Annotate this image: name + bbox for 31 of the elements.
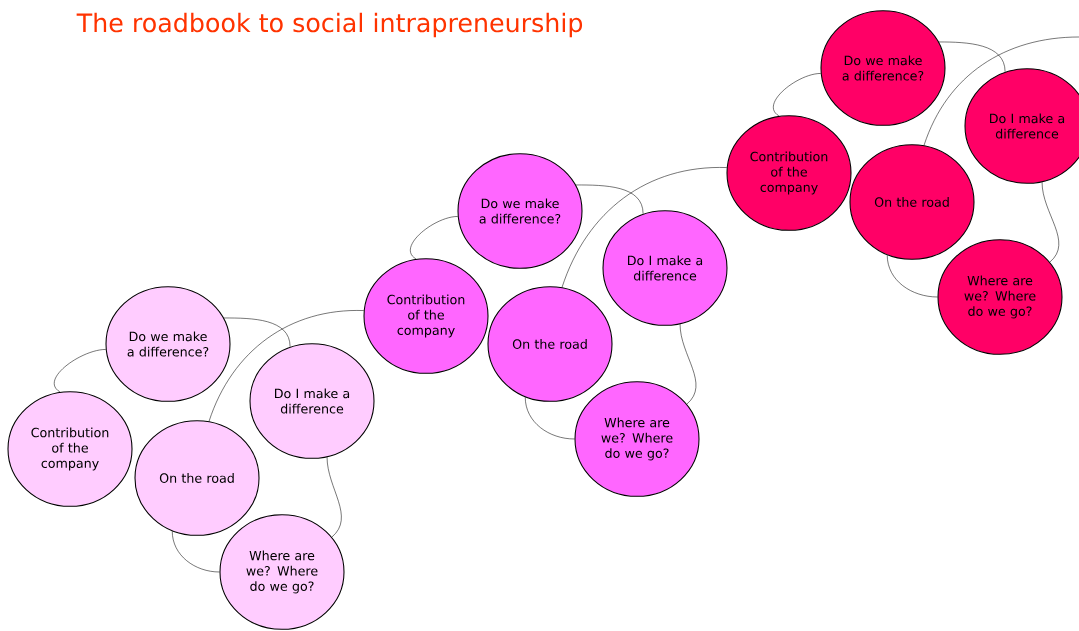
connector-line <box>223 317 291 348</box>
connector-line <box>923 36 1079 146</box>
connector-line <box>773 73 821 117</box>
connector-line <box>54 349 107 393</box>
circle-node: Do we make a difference? <box>820 10 946 126</box>
circle-node: On the road <box>849 144 975 260</box>
circle-node: On the road <box>134 420 260 536</box>
circle-node: Where are we? Where do we go? <box>937 239 1063 355</box>
circle-node: On the road <box>487 286 613 402</box>
connector-line <box>1041 181 1060 263</box>
circle-node: Do I make a difference <box>964 68 1079 184</box>
circle-node: Contribution of the company <box>7 391 133 507</box>
connector-line <box>326 456 342 538</box>
circle-node: Do I make a difference <box>249 343 375 459</box>
connector-line <box>938 41 1006 73</box>
circle-node: Do I make a difference <box>602 210 728 326</box>
connector-line <box>886 254 938 298</box>
connector-line <box>679 323 697 405</box>
connector-line <box>524 396 575 440</box>
title: The roadbook to social intrapreneurship <box>76 12 583 38</box>
circle-node: Contribution of the company <box>726 115 852 231</box>
connector-line <box>208 310 364 422</box>
circle-node: Where are we? Where do we go? <box>219 514 345 630</box>
circle-node: Where are we? Where do we go? <box>574 381 700 497</box>
circle-node: Do we make a difference? <box>105 286 231 402</box>
connector-line <box>575 184 644 215</box>
connector-line <box>171 530 220 573</box>
circle-node: Contribution of the company <box>363 258 489 374</box>
connector-line <box>410 216 458 260</box>
circle-node: Do we make a difference? <box>457 153 583 269</box>
connector-line <box>561 167 727 288</box>
